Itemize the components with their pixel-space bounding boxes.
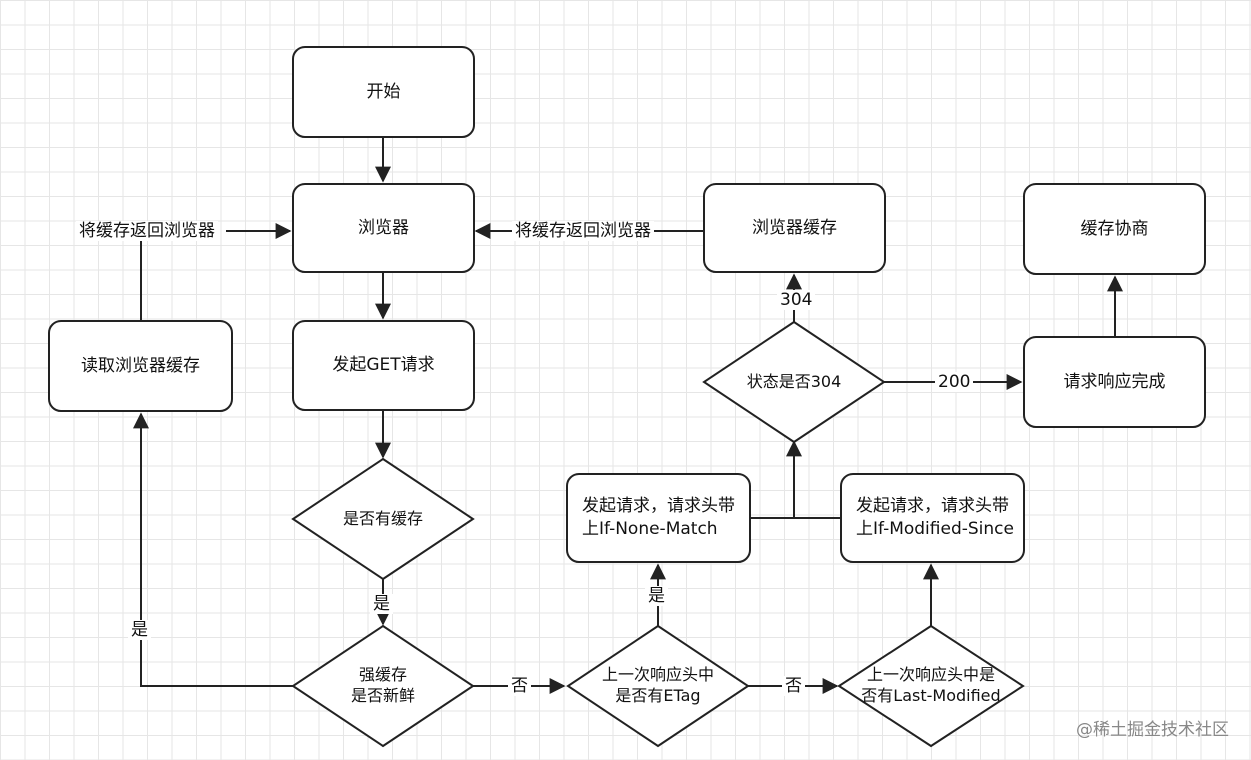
- decision-status-304: [702, 320, 886, 444]
- browser-node: 浏览器: [292, 183, 475, 273]
- decision-etag-label: 上一次响应头中 是否有ETag: [601, 665, 714, 705]
- if-none-match-node: 发起请求，请求头带 上If-None-Match: [566, 473, 751, 563]
- decision-last-modified: [837, 624, 1025, 748]
- decision-last-modified-label: 上一次响应头中是 否有Last-Modified: [861, 665, 1001, 705]
- browser-cache-node: 浏览器缓存: [703, 183, 886, 273]
- read-cache-node: 读取浏览器缓存: [48, 320, 233, 412]
- decision-has-cache: [291, 457, 475, 581]
- decision-fresh: [291, 624, 475, 748]
- request-complete-node: 请求响应完成: [1023, 336, 1206, 428]
- decision-status-304-label: 状态是否304: [746, 371, 842, 391]
- label-200: 200: [935, 372, 974, 392]
- label-no-fresh: 否: [508, 676, 531, 696]
- label-yes-cache: 是: [370, 594, 393, 614]
- arrow-fresh-readcache: [133, 412, 293, 687]
- decision-fresh-label: 强缓存 是否新鲜: [350, 665, 415, 705]
- decision-etag: [566, 624, 750, 748]
- label-304: 304: [777, 290, 816, 310]
- label-yes-fresh: 是: [128, 620, 151, 640]
- get-request-node: 发起GET请求: [292, 320, 475, 411]
- label-return-browser-right: 将缓存返回浏览器: [512, 221, 654, 241]
- start-node: 开始: [292, 46, 475, 138]
- if-modified-since-node: 发起请求，请求头带 上If-Modified-Since: [840, 473, 1025, 563]
- label-return-browser-left: 将缓存返回浏览器: [76, 221, 218, 241]
- decision-has-cache-label: 是否有缓存: [342, 508, 423, 528]
- label-no-etag: 否: [782, 676, 805, 696]
- negotiate-node: 缓存协商: [1023, 183, 1206, 275]
- label-yes-etag: 是: [645, 586, 668, 606]
- watermark: @稀土掘金技术社区: [1076, 720, 1229, 740]
